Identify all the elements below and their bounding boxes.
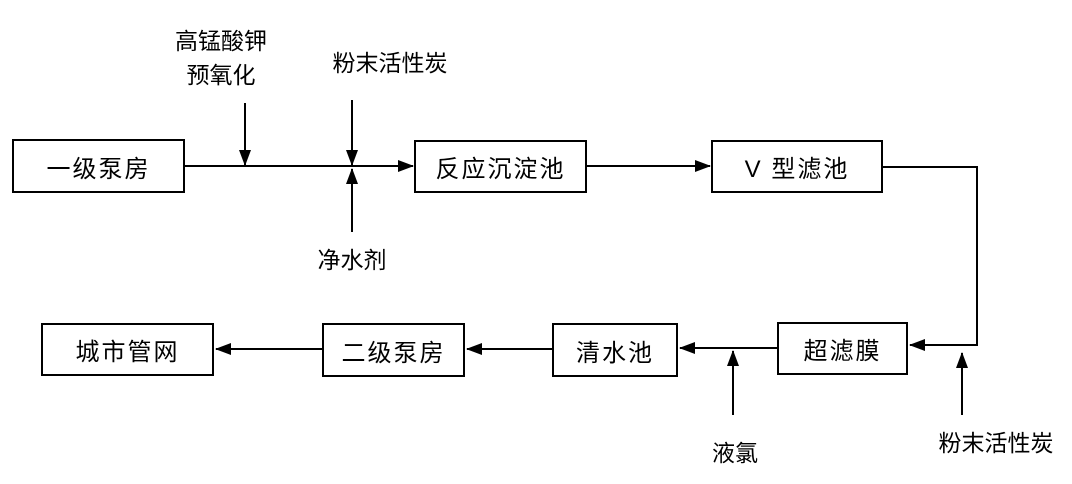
process-box-secondary-pump-station: 二级泵房 bbox=[322, 323, 465, 377]
process-box-reaction-sedimentation-tank: 反应沉淀池 bbox=[414, 140, 587, 193]
label-liquid-chlorine: 液氯 bbox=[712, 440, 758, 466]
label-powdered-activated-carbon-top: 粉末活性炭 bbox=[332, 50, 448, 76]
label-coagulant: 净水剂 bbox=[317, 247, 387, 273]
connector-vfilter-to-ufmembrane bbox=[883, 166, 978, 351]
process-box-city-pipe-network: 城市管网 bbox=[41, 323, 214, 376]
process-box-v-type-filter: V 型滤池 bbox=[711, 140, 883, 193]
label-powdered-activated-carbon-right: 粉末活性炭 bbox=[938, 430, 1054, 456]
label-kmno4-preoxidation-line2: 预氧化 bbox=[186, 62, 256, 88]
label-kmno4-preoxidation: 高锰酸钾 预氧化 bbox=[160, 24, 282, 92]
process-box-clear-water-tank: 清水池 bbox=[552, 323, 678, 377]
process-box-primary-pump-station: 一级泵房 bbox=[12, 139, 185, 193]
label-kmno4-preoxidation-line1: 高锰酸钾 bbox=[175, 28, 267, 54]
process-box-ultrafiltration-membrane: 超滤膜 bbox=[777, 322, 908, 375]
